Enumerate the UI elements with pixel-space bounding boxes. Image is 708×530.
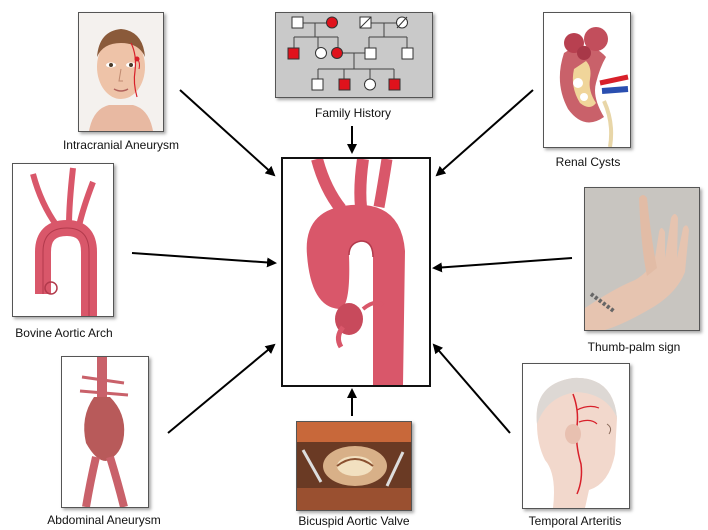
bovine-arch-illustration xyxy=(13,164,113,316)
family-history-label: Family History xyxy=(314,106,392,120)
thumb-palm-sign-panel xyxy=(584,187,700,331)
temporal-arteritis-panel xyxy=(522,363,630,509)
intracranial-aneurysm-label: Intracranial Aneurysm xyxy=(62,138,180,152)
intracranial-aneurysm-panel xyxy=(78,12,164,132)
temporal-arteritis-label: Temporal Arteritis xyxy=(528,514,622,528)
arrow-bovine xyxy=(131,252,277,268)
arrow-abdominal xyxy=(167,343,276,434)
kidney-illustration xyxy=(544,13,630,147)
pedigree-chart xyxy=(276,13,432,97)
bovine-aortic-arch-label: Bovine Aortic Arch xyxy=(15,326,113,340)
renal-cysts-label: Renal Cysts xyxy=(555,155,621,169)
arrow-renal xyxy=(435,89,534,177)
thumb-palm-sign-label: Thumb-palm sign xyxy=(587,340,681,354)
valve-photo xyxy=(297,422,411,510)
family-history-panel xyxy=(275,12,433,98)
aortic-aneurysm-illustration xyxy=(283,159,429,385)
bicuspid-aortic-valve-panel xyxy=(296,421,412,511)
central-aorta-panel xyxy=(281,157,431,387)
bovine-aortic-arch-panel xyxy=(12,163,114,317)
face-illustration xyxy=(79,13,163,131)
abdominal-aneurysm-label: Abdominal Aneurysm xyxy=(47,513,161,527)
temporal-head-illustration xyxy=(523,364,629,508)
abdominal-aorta-illustration xyxy=(62,357,148,507)
arrow-thumb xyxy=(432,257,573,273)
abdominal-aneurysm-panel xyxy=(61,356,149,508)
hand-photo xyxy=(585,188,699,330)
arrow-intracranial xyxy=(179,89,276,177)
bicuspid-aortic-valve-label: Bicuspid Aortic Valve xyxy=(298,514,410,528)
renal-cysts-panel xyxy=(543,12,631,148)
arrow-temporal xyxy=(432,343,511,434)
